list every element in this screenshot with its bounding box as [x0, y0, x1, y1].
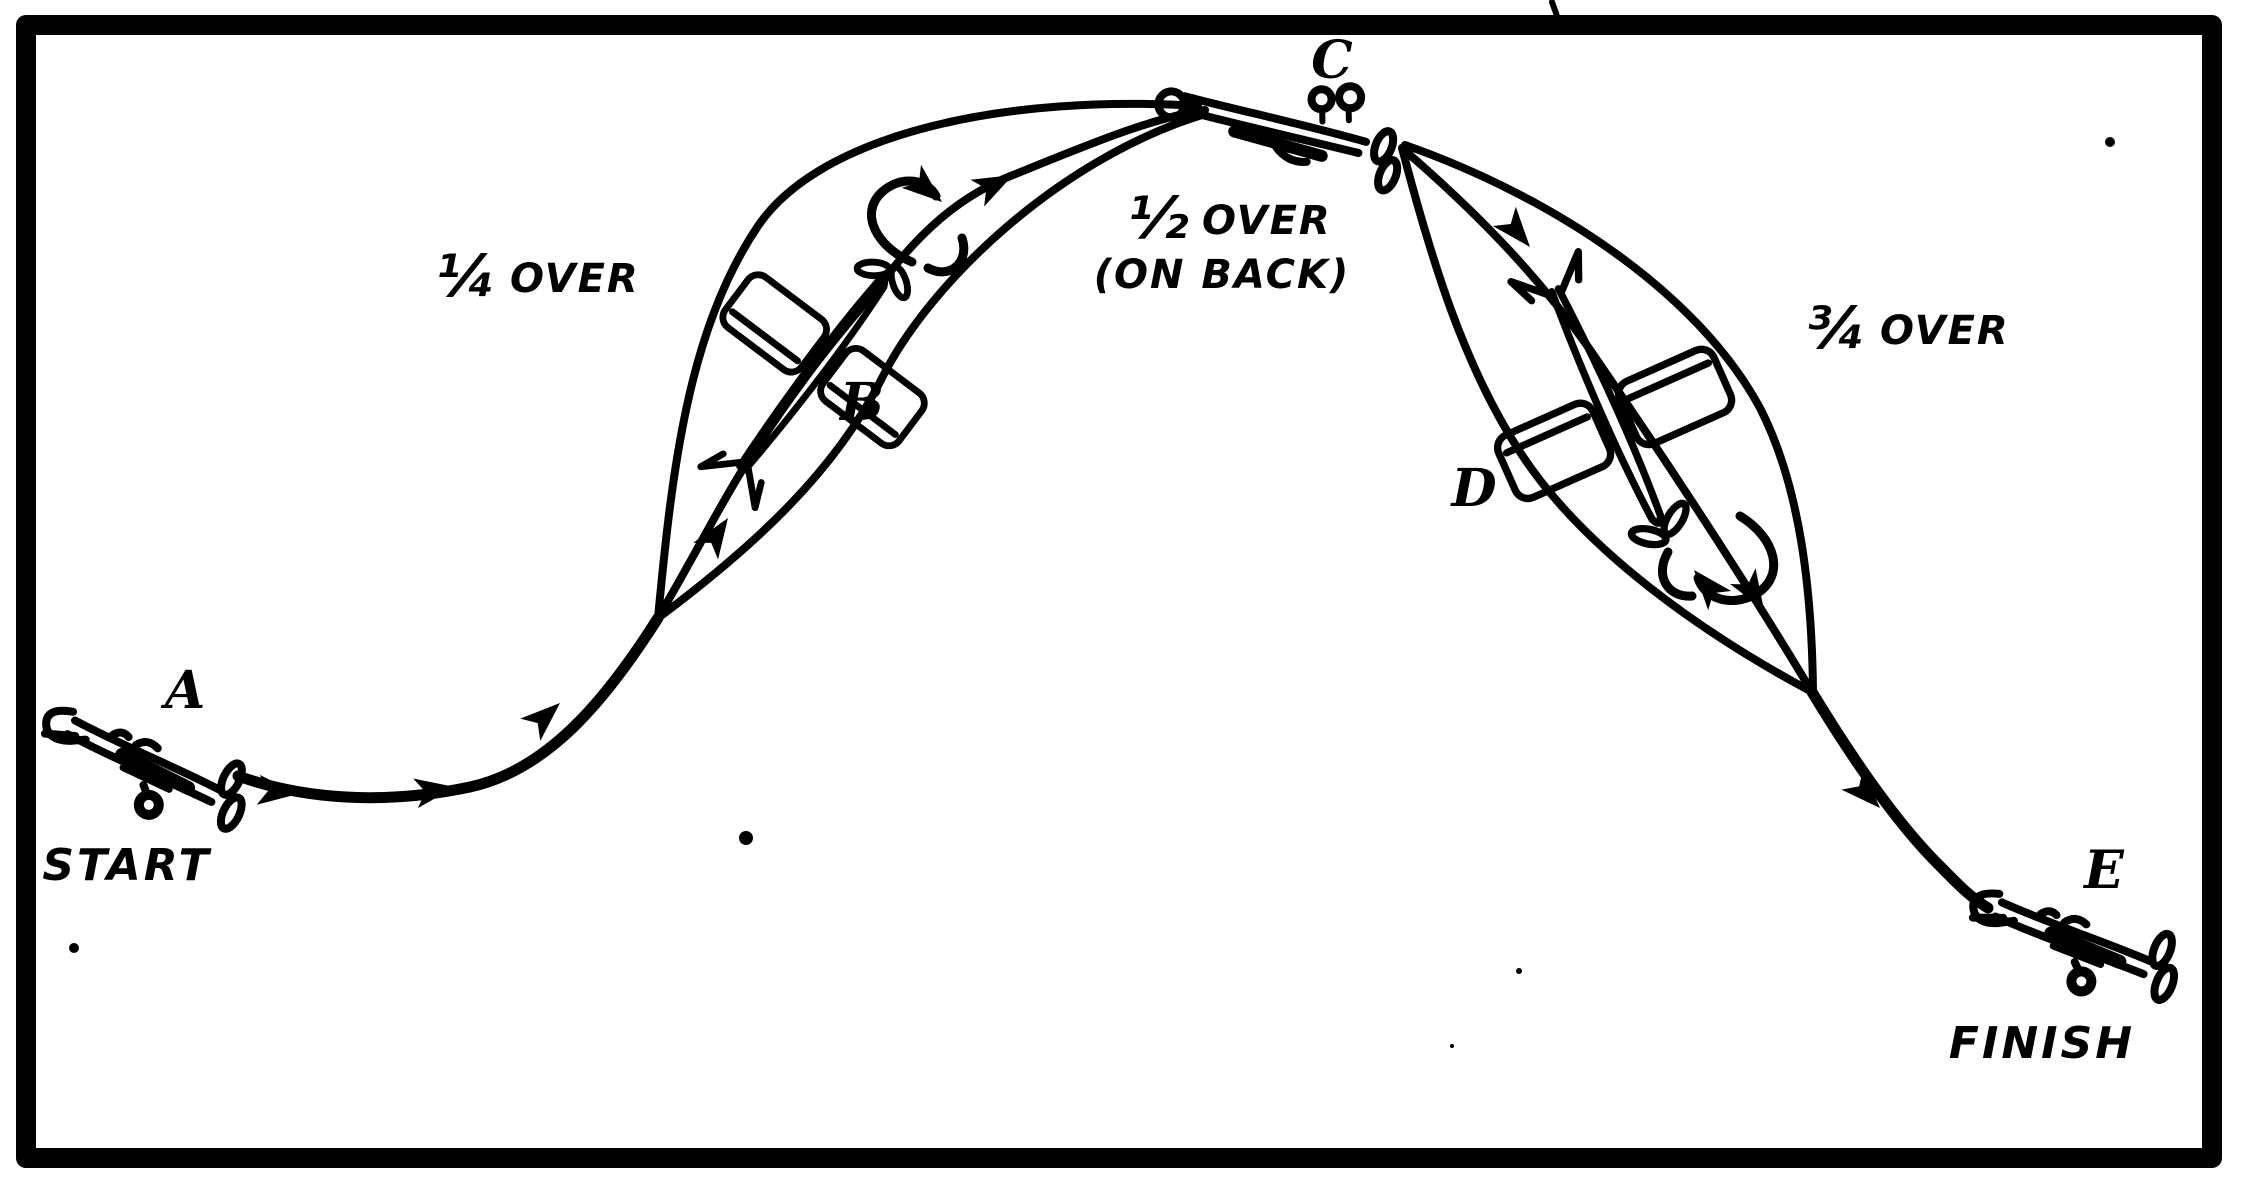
label-c: C [1311, 30, 1352, 91]
endpoint-captions: START FINISH [42, 840, 2135, 1069]
half-over-caption: ½ OVER [1128, 184, 1332, 252]
ink-speck [1450, 1044, 1454, 1048]
direction-arrows [256, 161, 1891, 819]
ink-speck [739, 831, 753, 845]
quarter-word: OVER [510, 256, 640, 302]
quarter-fraction: ¼ [436, 242, 496, 310]
label-b: B [838, 372, 884, 433]
half-fraction: ½ [1128, 184, 1189, 252]
ink-specks [69, 137, 2115, 1048]
airplane-a-start [29, 706, 257, 842]
roll-envelope-left-inner [654, 110, 1209, 622]
path-arrowhead [1492, 206, 1542, 257]
start-caption: START [42, 840, 211, 891]
three-quarter-over-caption: ¾ OVER [1806, 294, 2010, 362]
airplane-b-quarter-roll [641, 164, 984, 553]
roll-captions: ¼ OVER ½ OVER (ON BACK) ¾ OVER [436, 184, 2010, 362]
airplane-c-inverted [1154, 82, 1402, 195]
ink-speck [1516, 968, 1522, 974]
border-frame [16, 0, 2222, 1168]
label-e: E [2082, 840, 2125, 901]
airplane-e-finish [1961, 890, 2186, 1013]
roll-envelope-right-outer [1401, 141, 1817, 696]
three-quarter-fraction: ¾ [1806, 294, 1866, 362]
on-back-note: (ON BACK) [1094, 252, 1351, 298]
three-quarter-word: OVER [1880, 308, 2010, 354]
path-exit-segment [1806, 686, 1994, 914]
roll-arrow-d [1658, 511, 1779, 611]
flight-path [232, 99, 1994, 914]
roll-envelope-right-inner [1398, 144, 1816, 696]
roll-envelope-left-outer [654, 99, 1202, 622]
path-arrowhead [970, 161, 1020, 207]
roll-arrow-b [867, 164, 969, 277]
airplane-d-three-quarter-roll [1437, 219, 1779, 611]
path-arrowhead [256, 774, 300, 809]
path-climb-segment [654, 106, 1209, 622]
point-labels: A B C D E [160, 30, 2125, 901]
quarter-over-caption: ¼ OVER [436, 242, 640, 310]
path-entry-segment [232, 612, 664, 804]
label-a: A [160, 660, 205, 721]
finish-caption: FINISH [1949, 1018, 2135, 1069]
ink-speck [2105, 137, 2115, 147]
ink-speck [69, 943, 79, 953]
label-d: D [1449, 458, 1496, 519]
half-word: OVER [1202, 198, 1332, 244]
frame-notch-tick [1549, 0, 1560, 19]
